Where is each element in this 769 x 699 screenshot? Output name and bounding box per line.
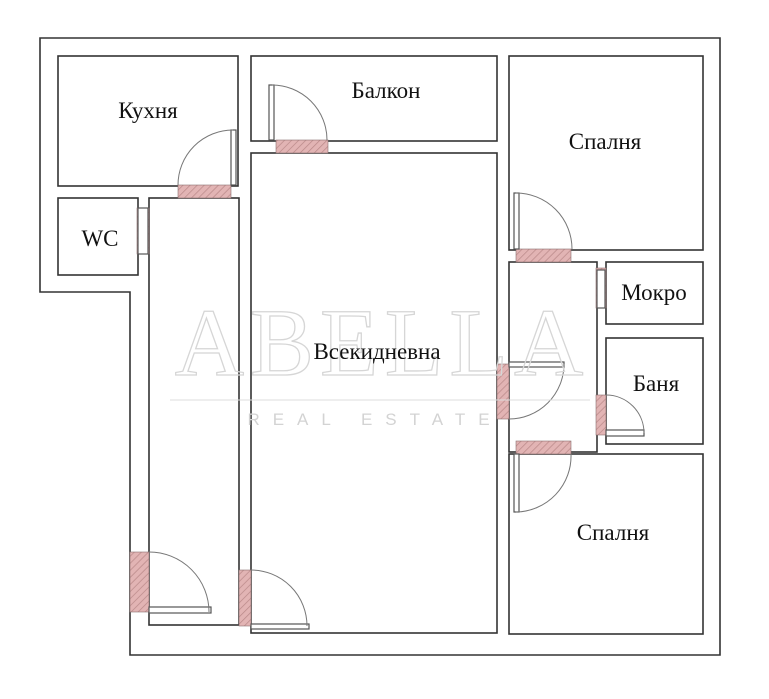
door-opening-entrance bbox=[129, 551, 150, 613]
door-opening-bedroom-bottom bbox=[515, 440, 572, 455]
door-kitchen bbox=[177, 129, 237, 186]
room-bedroom-top bbox=[508, 55, 704, 251]
hallway-right bbox=[508, 261, 598, 453]
room-living bbox=[250, 152, 498, 634]
room-bedroom-bottom bbox=[508, 453, 704, 635]
door-bathroom bbox=[605, 394, 645, 437]
door-opening-living-corridor bbox=[238, 569, 252, 627]
label-bathroom: Баня bbox=[633, 371, 680, 396]
label-balcony: Балкон bbox=[352, 78, 421, 103]
door-opening-living bbox=[496, 363, 510, 420]
corridor-left bbox=[148, 197, 240, 626]
room-balcony bbox=[250, 55, 498, 142]
label-bedroom-top: Спалня bbox=[569, 129, 642, 154]
door-utility bbox=[596, 269, 606, 309]
room-wc bbox=[57, 197, 139, 276]
door-opening-kitchen bbox=[177, 184, 232, 199]
watermark-subtitle: REAL ESTATE bbox=[247, 410, 502, 429]
door-bedroom-bottom bbox=[513, 453, 572, 513]
label-utility: Мокро bbox=[621, 280, 687, 305]
door-bedroom-top bbox=[513, 192, 573, 250]
label-living-room: Всекидневна bbox=[313, 339, 440, 364]
label-bedroom-bottom: Спалня bbox=[577, 520, 650, 545]
door-living-corridor bbox=[250, 569, 310, 630]
door-opening-bedroom-top bbox=[515, 248, 572, 263]
room-bathroom bbox=[605, 337, 704, 445]
label-wc: WC bbox=[81, 226, 118, 251]
door-entrance bbox=[148, 551, 212, 614]
door-balcony bbox=[268, 84, 328, 141]
watermark: ABELLA REAL ESTATE bbox=[170, 288, 590, 429]
watermark-logo: ABELLA bbox=[175, 289, 590, 396]
door-living bbox=[508, 361, 565, 420]
door-opening-bathroom bbox=[595, 394, 607, 436]
room-utility bbox=[605, 261, 704, 325]
door-wc bbox=[137, 207, 149, 255]
door-opening-balcony bbox=[275, 139, 329, 154]
room-kitchen bbox=[57, 55, 239, 187]
label-kitchen: Кухня bbox=[118, 98, 178, 123]
